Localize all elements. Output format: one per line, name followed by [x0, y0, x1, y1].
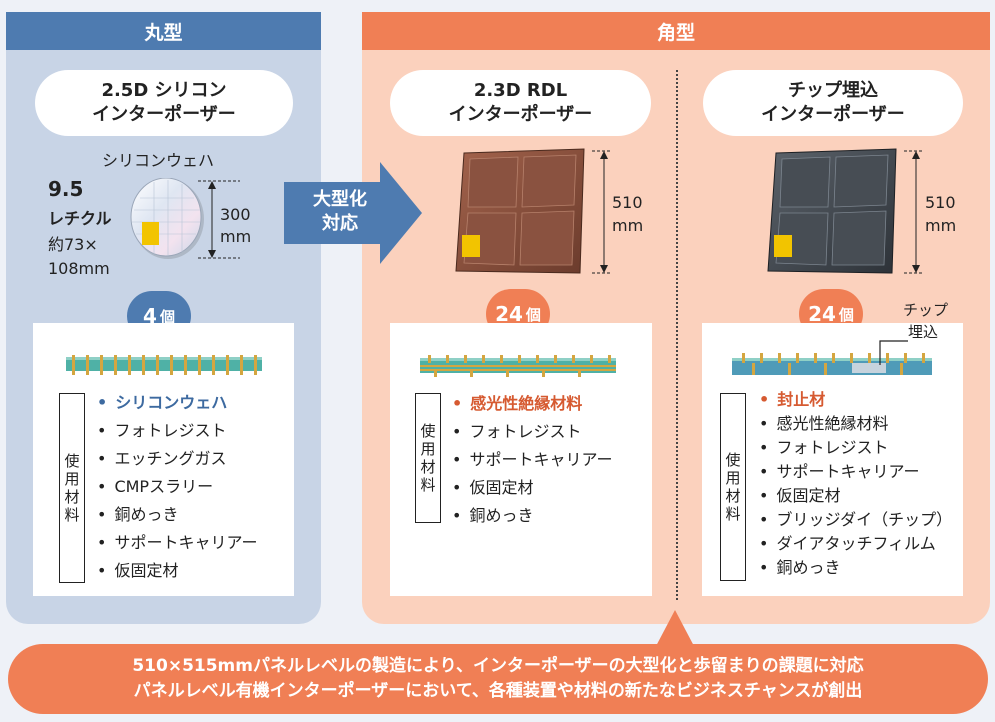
list-item: 仮固定材 — [452, 474, 612, 502]
rdl-chip — [462, 235, 480, 257]
round-materials-list: シリコンウェハ フォトレジスト エッチングガス CMPスラリー 銅めっき サポー… — [97, 389, 257, 585]
rdl-dim-value: 510 — [612, 193, 643, 212]
arrow-label: 大型化 対応 — [313, 189, 367, 234]
embedded-dim-value: 510 — [925, 193, 956, 212]
rdl-title-pill: 2.3D RDL インターポーザー — [390, 70, 651, 136]
rdl-count-number: 24 — [495, 302, 523, 326]
rdl-materials-list: 感光性絶縁材料 フォトレジスト サポートキャリアー 仮固定材 銅めっき — [452, 390, 612, 530]
list-item: 銅めっき — [97, 501, 257, 529]
embedded-dim-unit: mm — [925, 216, 957, 235]
wafer-label: シリコンウェハ — [102, 151, 215, 170]
rdl-cross-section — [420, 355, 616, 377]
round-title-line2: インターポーザー — [92, 104, 236, 125]
embedded-materials-card: 使用 材料 封止材 感光性絶縁材料 フォトレジスト サポートキャリアー 仮固定材… — [702, 323, 963, 596]
reticle-size-line2: 108mm — [48, 259, 110, 278]
square-divider — [676, 70, 678, 600]
rdl-count-badge: 24 個 — [486, 289, 550, 339]
embedded-materials-label: 使用 材料 — [720, 393, 746, 581]
round-materials-label: 使用 材料 — [59, 393, 85, 583]
rdl-materials-label: 使用 材料 — [415, 393, 441, 523]
reticle-size-line1: 約73× — [48, 235, 98, 254]
round-title-pill: 2.5D シリコン インターポーザー — [35, 70, 293, 136]
rdl-count-unit: 個 — [525, 305, 541, 324]
scale-up-arrow — [284, 162, 422, 264]
embed-callout-leader — [879, 340, 908, 365]
list-item: 仮固定材 — [759, 484, 952, 508]
list-item: フォトレジスト — [452, 418, 612, 446]
round-cross-section — [66, 355, 262, 375]
round-materials-card: 使用 材料 シリコンウェハ フォトレジスト エッチングガス CMPスラリー 銅め… — [33, 323, 294, 596]
banner-pointer — [655, 610, 695, 648]
list-item: 感光性絶縁材料 — [452, 390, 612, 418]
embedded-panel-illustration — [767, 148, 924, 274]
round-count-unit: 個 — [159, 307, 175, 326]
embedded-materials-list: 封止材 感光性絶縁材料 フォトレジスト サポートキャリアー 仮固定材 ブリッジダ… — [759, 388, 952, 580]
rdl-dim-unit: mm — [612, 216, 644, 235]
list-item: サポートキャリアー — [452, 446, 612, 474]
wafer-illustration — [130, 178, 240, 259]
embedded-title-pill: チップ埋込 インターポーザー — [703, 70, 963, 136]
list-item: フォトレジスト — [97, 417, 257, 445]
round-title-line1: 2.5D シリコン — [101, 80, 227, 101]
embedded-cross-section — [732, 353, 932, 375]
reticle-number: 9.5 — [48, 177, 84, 201]
rdl-title-line2: インターポーザー — [448, 104, 593, 125]
list-item: シリコンウェハ — [97, 389, 257, 417]
list-item: 銅めっき — [759, 556, 952, 580]
rdl-panel-illustration — [455, 148, 612, 274]
list-item: CMPスラリー — [97, 473, 257, 501]
list-item: エッチングガス — [97, 445, 257, 473]
reticle-unit: レチクル — [48, 209, 112, 228]
embedded-chip — [774, 235, 792, 257]
list-item: ブリッジダイ（チップ） — [759, 508, 952, 532]
round-dim-value: 300 — [220, 205, 251, 224]
summary-line2: パネルレベル有機インターポーザーにおいて、各種装置や材料の新たなビジネスチャンス… — [133, 681, 863, 701]
embed-callout-line1: チップ — [903, 301, 949, 319]
square-header: 角型 — [362, 12, 990, 50]
list-item: ダイアタッチフィルム — [759, 532, 952, 556]
rdl-title-line1: 2.3D RDL — [473, 80, 568, 101]
embedded-count-number: 24 — [808, 302, 836, 326]
embedded-title-line2: インターポーザー — [761, 104, 905, 125]
summary-banner: 510×515mmパネルレベルの製造により、インターポーザーの大型化と歩留まりの… — [8, 644, 988, 714]
rdl-materials-card: 使用 材料 感光性絶縁材料 フォトレジスト サポートキャリアー 仮固定材 銅めっ… — [390, 323, 652, 596]
list-item: 銅めっき — [452, 502, 612, 530]
embed-callout-line2: 埋込 — [908, 323, 939, 341]
list-item: 仮固定材 — [97, 557, 257, 585]
summary-line1: 510×515mmパネルレベルの製造により、インターポーザーの大型化と歩留まりの… — [132, 656, 864, 676]
round-dim-unit: mm — [220, 227, 252, 246]
list-item: サポートキャリアー — [759, 460, 952, 484]
list-item: サポートキャリアー — [97, 529, 257, 557]
round-count-number: 4 — [143, 304, 157, 328]
round-header: 丸型 — [6, 12, 321, 50]
embedded-title-line1: チップ埋込 — [788, 80, 878, 101]
embedded-count-unit: 個 — [838, 305, 854, 324]
reticle-chip — [142, 222, 159, 245]
list-item: 封止材 — [759, 388, 952, 412]
list-item: フォトレジスト — [759, 436, 952, 460]
list-item: 感光性絶縁材料 — [759, 412, 952, 436]
